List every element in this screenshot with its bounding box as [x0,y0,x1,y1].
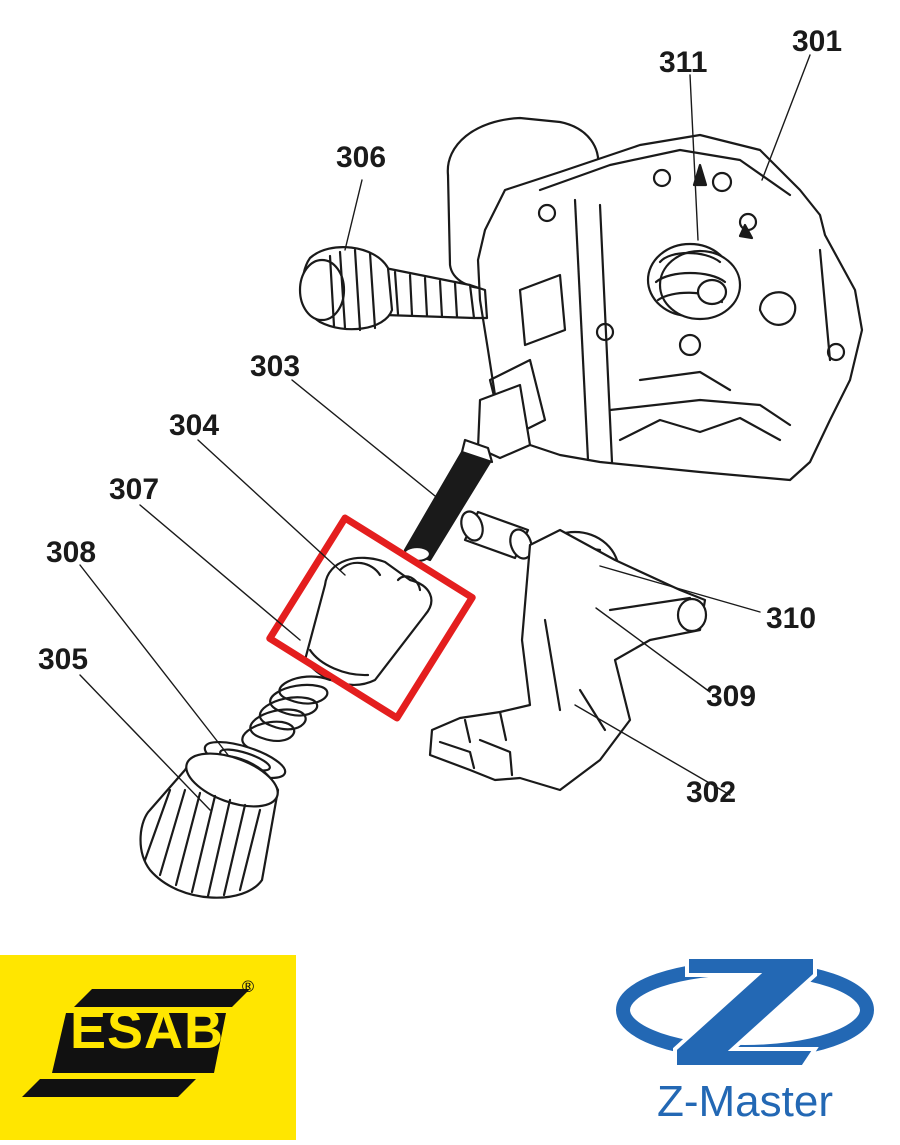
esab-wordmark: ESAB [70,1000,225,1060]
exploded-parts-diagram [79,54,864,899]
pressure-arm-302 [428,528,708,792]
spring-307 [241,675,332,752]
part-label-310: 310 [766,602,817,635]
part-label-302: 302 [686,776,737,809]
part-label-308: 308 [46,536,97,569]
part-label-305: 305 [38,643,89,676]
part-label-306: 306 [336,141,387,174]
knob-305 [139,752,280,899]
leader-lines [79,54,811,811]
part-label-307: 307 [109,473,160,506]
esab-logo: ESAB ® [0,955,296,1140]
highlight-box-304 [266,514,476,722]
esab-logo-mark [22,989,250,1097]
feed-roll-311 [646,242,742,321]
zmaster-wordmark: Z-Master [657,1077,833,1126]
zmaster-z-icon [616,955,874,1069]
registered-mark: ® [240,977,256,996]
part-label-309: 309 [706,680,757,713]
part-label-303: 303 [250,350,301,383]
part-label-311: 311 [659,46,708,79]
zmaster-logo: Z-Master [605,945,885,1135]
part-label-304: 304 [169,409,220,442]
part-label-301: 301 [792,25,843,58]
pin-310 [460,510,533,560]
knob-306 [298,246,489,332]
block-304 [303,556,433,686]
screw-303 [402,438,494,563]
